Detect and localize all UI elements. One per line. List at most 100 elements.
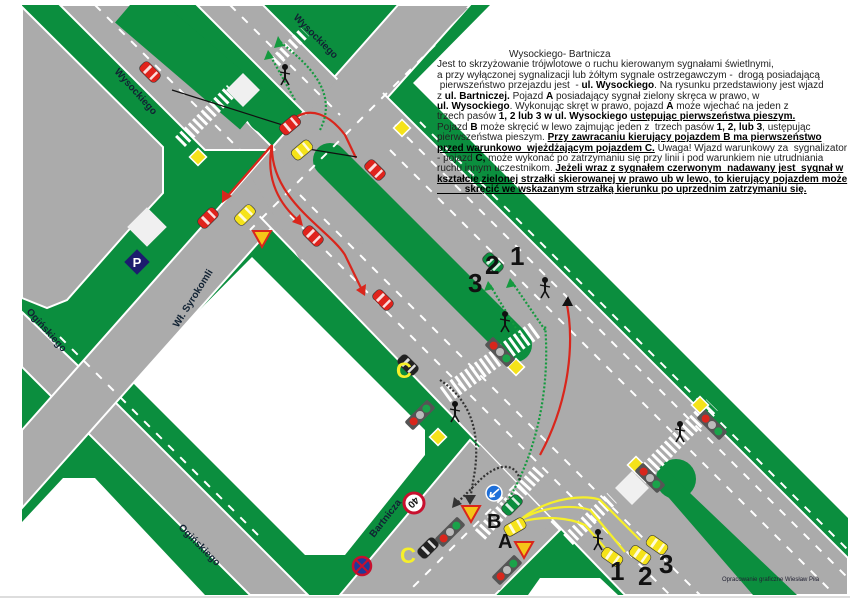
priority-road-sign <box>428 427 448 447</box>
car <box>302 225 324 247</box>
text-run: pierwszeństwo przejazdu jest - <box>437 80 582 92</box>
emphasis-text: Przy zawracaniu kierujący pojazdem B ma … <box>547 132 822 144</box>
text-run: Jest to skrzyżowanie trójwlotowe o ruchu… <box>437 59 774 71</box>
text-line: Jest to skrzyżowanie trójwlotowe o ruchu… <box>437 60 842 70</box>
red-arrow <box>270 144 363 291</box>
credit-text: Opracowanie graficzne Wiesław Piła <box>722 577 820 583</box>
black-dotted-arrow <box>454 465 522 506</box>
car <box>628 545 652 565</box>
vehicle-label-c-upper: C <box>396 358 412 383</box>
priority-road-sign <box>392 118 412 138</box>
text-line: przed warunkowo wjeżdżającym pojazdem C.… <box>437 142 847 154</box>
text-run: Uwaga! Wjazd warunkowy za sygnalizator <box>654 142 848 154</box>
red-arrow <box>269 144 301 223</box>
median-island-lower <box>656 459 797 595</box>
car <box>364 159 386 181</box>
text-run: , ustępując <box>762 121 811 133</box>
lane-number-upper-1: 1 <box>510 241 524 271</box>
pedestrian-icon <box>592 529 604 551</box>
arrowhead <box>292 214 303 226</box>
black-dotted-arrow <box>439 379 478 501</box>
paving-area <box>226 73 260 107</box>
movement-arrows <box>171 39 641 553</box>
description-text: Jest to skrzyżowanie trójwlotowe o ruchu… <box>437 60 847 195</box>
crosswalk <box>270 27 310 67</box>
bold-text: ul. Wysockiego <box>581 80 655 92</box>
paving-area <box>127 207 167 247</box>
car <box>372 289 394 311</box>
emphasis-text: przed warunkowo wjeżdżającym pojazdem C. <box>437 142 655 154</box>
car <box>397 354 419 376</box>
pedestrian-icon <box>539 277 551 299</box>
arrowhead <box>264 50 274 60</box>
text-run: z <box>437 90 445 102</box>
arrowhead <box>562 296 573 306</box>
emphasis-text: kształcie zielonej strzałki skierowanej … <box>437 173 848 185</box>
text-line: z ul. Bartniczej. Pojazd A posiadający s… <box>437 90 842 102</box>
green-dotted-arrow <box>269 54 296 101</box>
parking-sign-label: P <box>133 255 142 270</box>
text-line: skręcić we wskazanym strzałką kierunku p… <box>437 185 842 195</box>
lane-number-upper-2: 2 <box>485 250 499 280</box>
text-run: Pojazd <box>509 90 546 102</box>
vehicle-label-c-lower: C <box>400 543 416 568</box>
text-line: pierwszeństwa pieszym. Przy zawracaniu k… <box>437 133 842 143</box>
arrowhead <box>274 36 284 48</box>
text-run: może skręcić w lewo zajmując jeden z trz… <box>477 121 717 133</box>
bold-text: A <box>666 101 674 113</box>
car <box>503 517 527 537</box>
traffic-light <box>492 555 522 585</box>
car <box>501 494 523 516</box>
yield-sign <box>513 541 535 561</box>
traffic-light <box>635 463 665 493</box>
car <box>291 139 313 161</box>
arrowheads <box>222 36 573 508</box>
description-panel: Wysockiego- Bartnicza Jest to skrzyżowan… <box>437 49 847 196</box>
crosswalk <box>175 85 237 147</box>
text-run: . Wykonując skręt w prawo, pojazd <box>509 101 667 113</box>
text-run: ruchu innym uczestnikom. <box>437 163 556 175</box>
yellow-arrow <box>519 516 606 549</box>
bold-text: A <box>545 90 554 102</box>
arrowhead <box>464 495 476 505</box>
text-run: . Na rysunku przedstawiony jest wjazd <box>654 80 824 92</box>
yellow-arrow <box>519 496 641 541</box>
signs-and-signals <box>188 64 727 585</box>
oginskiego-area <box>21 4 164 310</box>
car <box>139 61 161 83</box>
text-line: a przy wyłączonej sygnalizacji lub żółty… <box>437 69 842 81</box>
arrowhead <box>452 497 462 508</box>
car <box>279 114 301 136</box>
text-run: trzech pasów <box>437 111 499 123</box>
arrowhead <box>222 190 232 203</box>
southwest-block <box>22 478 205 595</box>
speed-limit-sign: 40 <box>402 491 426 515</box>
pedestrian-icon <box>449 401 461 423</box>
traffic-light <box>435 517 465 547</box>
emphasis-text: Jeżeli wraz z sygnałem czerwonym nadawan… <box>555 163 844 175</box>
bold-text: 1, 2 lub 3 w ul. Wysockiego <box>498 111 631 123</box>
text-line: kształcie zielonej strzałki skierowanej … <box>437 174 847 185</box>
priority-road-sign <box>188 147 208 167</box>
vehicles <box>139 61 669 567</box>
median-island-upper <box>313 143 532 362</box>
traffic-light <box>697 410 727 440</box>
green-dotted-arrow <box>504 324 548 506</box>
car <box>482 252 504 274</box>
pedestrian-icon <box>279 64 291 86</box>
yield-sign <box>460 505 482 525</box>
no-stopping-sign <box>351 555 373 577</box>
text-run: może wjechać na jeden z <box>673 101 789 113</box>
lane-number-upper-3: 3 <box>468 268 482 298</box>
text-run: a przy wyłączonej sygnalizacji lub żółty… <box>437 69 820 81</box>
bold-text: B <box>470 121 478 133</box>
lane-number-lower-3: 3 <box>659 549 673 579</box>
car <box>234 204 256 226</box>
arrowhead <box>356 284 366 296</box>
vehicle-label-b: B <box>487 511 501 533</box>
text-line: ruchu innym uczestnikom. Jeżeli wraz z s… <box>437 163 844 175</box>
arrowhead <box>484 281 494 291</box>
bold-text: C, <box>475 153 486 165</box>
text-line: ul. Wysockiego. Wykonując skręt w prawo,… <box>437 101 842 113</box>
red-arrow <box>291 111 357 159</box>
